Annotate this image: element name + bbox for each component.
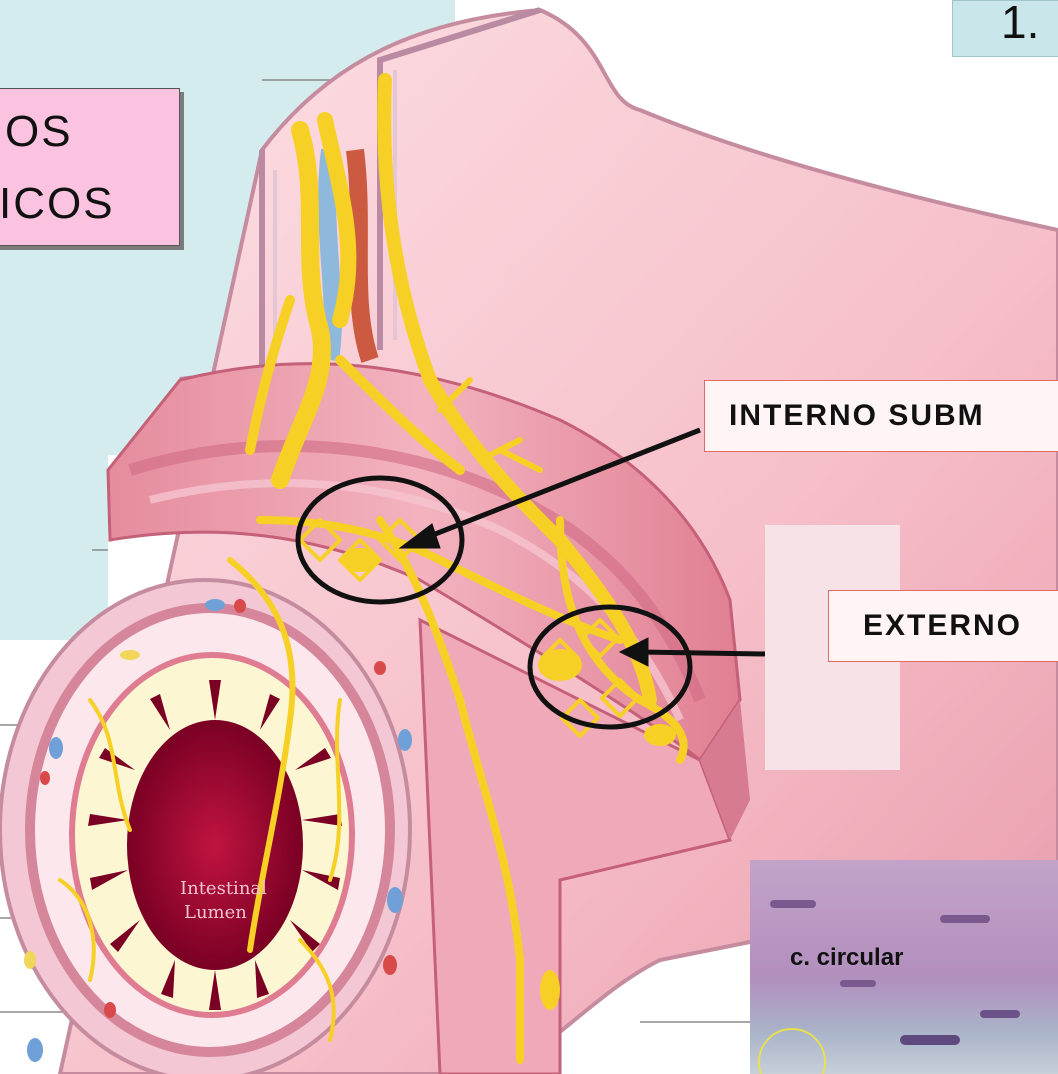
cell-circle-marker [758, 1028, 826, 1074]
label-externo-text: EXTERNO [863, 609, 1022, 643]
histology-inset: c. circular [750, 860, 1058, 1074]
label-externo-box: EXTERNO [828, 590, 1058, 662]
lumen-label-line-1: Intestinal [180, 878, 267, 899]
lumen-label-line-2: Lumen [184, 902, 247, 923]
label-interno-box: INTERNO SUBM [704, 380, 1058, 452]
label-interno-text: INTERNO SUBM [729, 399, 985, 433]
title-line-1: OS [5, 107, 73, 157]
title-line-2: ICOS [0, 179, 115, 229]
title-label-box: OS ICOS [0, 88, 180, 246]
inset-label-circular: c. circular [790, 944, 903, 972]
lumen [127, 720, 303, 970]
